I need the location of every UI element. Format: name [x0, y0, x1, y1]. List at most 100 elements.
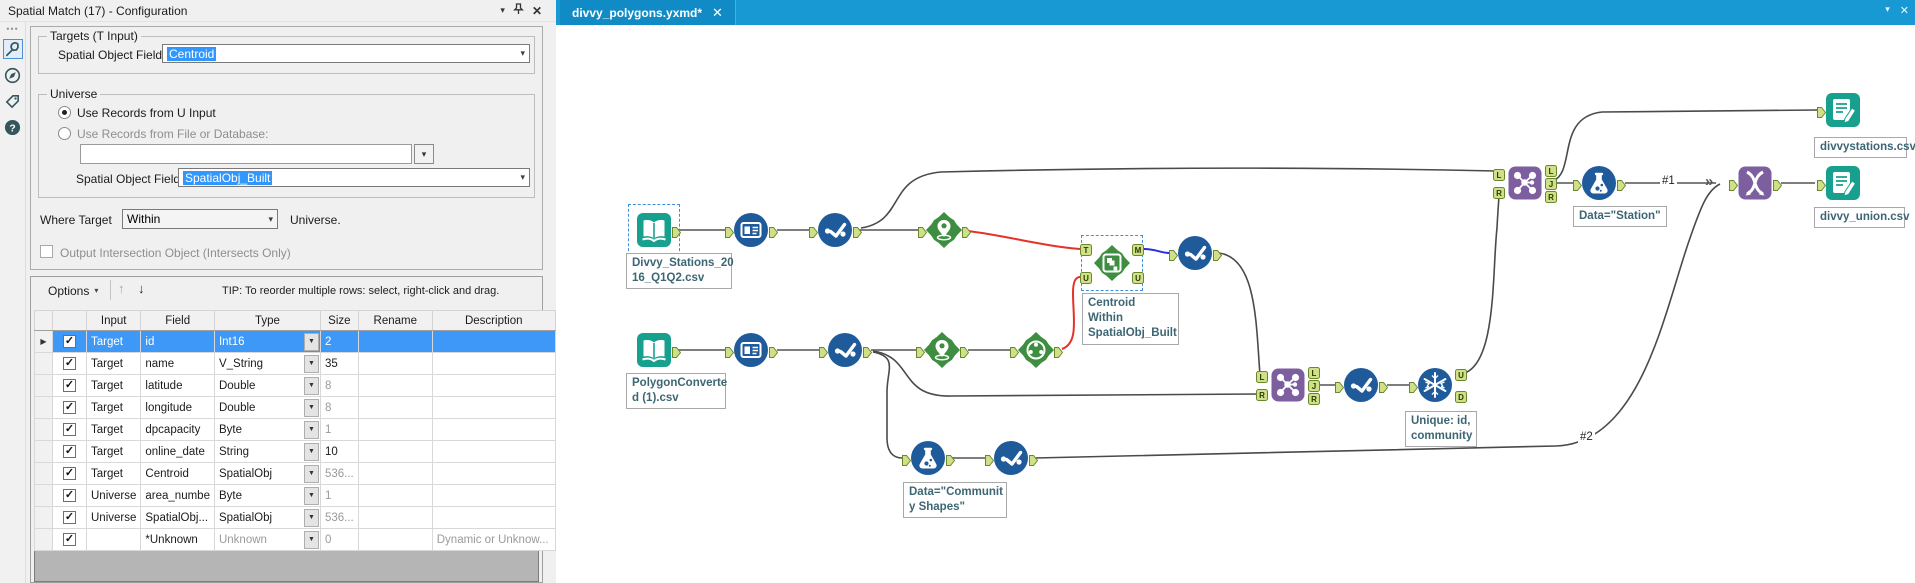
cell-type[interactable]: Unknown▼ [213, 528, 321, 551]
tool-select-4[interactable] [1343, 367, 1379, 403]
type-dropdown-button[interactable]: ▼ [303, 486, 319, 505]
grid-header-input[interactable]: Input [85, 310, 142, 331]
tool-formula-station[interactable] [1581, 165, 1617, 201]
port-anchor[interactable] [1616, 178, 1626, 196]
cell-field[interactable]: latitude [140, 374, 215, 397]
port-anchor[interactable] [1009, 345, 1019, 363]
cell-size[interactable]: 536... [319, 506, 359, 529]
cell-rename[interactable] [357, 418, 433, 441]
cell-size[interactable]: 1 [319, 484, 359, 507]
annotation-polygon-csv[interactable]: PolygonConverte d (1).csv [626, 373, 727, 410]
cell-type[interactable]: Byte▼ [213, 418, 321, 441]
port-L[interactable]: L [1256, 370, 1268, 388]
tool-input-divvy-stations[interactable] [636, 212, 672, 248]
port-anchor[interactable] [862, 345, 872, 363]
cell-rename[interactable] [357, 374, 433, 397]
port-anchor[interactable] [1572, 178, 1582, 196]
cell-field[interactable]: area_numbe [140, 484, 215, 507]
port-U[interactable]: U [1080, 271, 1092, 289]
move-row-down-button[interactable]: ↓ [138, 281, 145, 296]
type-dropdown-button[interactable]: ▼ [303, 354, 319, 373]
annotation-unique[interactable]: Unique: id, community [1405, 411, 1477, 448]
row-checkbox-cell[interactable]: ✓ [52, 528, 87, 551]
help-tab-icon[interactable]: ? [3, 117, 23, 137]
port-anchor[interactable] [1378, 380, 1388, 398]
port-anchor[interactable] [724, 225, 734, 243]
tab-list-dropdown-icon[interactable]: ▾ [1885, 4, 1890, 14]
cell-field[interactable]: *Unknown [140, 528, 215, 551]
type-dropdown-button[interactable]: ▼ [303, 530, 319, 549]
type-dropdown-button[interactable]: ▼ [303, 508, 319, 527]
port-anchor[interactable] [1028, 453, 1038, 471]
wire[interactable] [872, 350, 1261, 397]
cell-type[interactable]: Double▼ [213, 374, 321, 397]
port-anchor[interactable] [1816, 105, 1826, 123]
type-dropdown-button[interactable]: ▼ [303, 442, 319, 461]
tool-union[interactable] [1737, 165, 1773, 201]
cell-type[interactable]: V_String▼ [213, 352, 321, 375]
cell-rename[interactable] [357, 484, 433, 507]
chevron-down-icon[interactable]: ▾ [268, 213, 273, 224]
wire[interactable] [860, 167, 1500, 229]
cell-field[interactable]: id [140, 330, 215, 353]
row-checkbox-cell[interactable]: ✓ [52, 506, 87, 529]
panel-close-icon[interactable]: ✕ [531, 3, 542, 18]
row-checkbox[interactable]: ✓ [63, 423, 76, 436]
wire[interactable] [872, 351, 903, 459]
port-R[interactable]: R [1545, 190, 1557, 208]
port-R[interactable]: R [1308, 392, 1320, 410]
tool-output-divvystations[interactable] [1825, 92, 1861, 128]
tool-create-points-2[interactable] [924, 332, 960, 368]
panel-pin-icon[interactable] [513, 2, 524, 20]
cell-type[interactable]: SpatialObj▼ [213, 462, 321, 485]
tool-spatial-match[interactable] [1094, 245, 1130, 281]
annotation-divvystations[interactable]: divvystations.csv [1814, 137, 1915, 159]
port-anchor[interactable] [959, 345, 969, 363]
targets-spatial-field-combobox[interactable]: Centroid ▾ [162, 44, 530, 63]
cell-size[interactable]: 8 [319, 396, 359, 419]
annotation-centroid-within[interactable]: Centroid Within SpatialObj_Built [1082, 293, 1179, 345]
cell-type[interactable]: Int16▼ [213, 330, 321, 353]
tool-input-polygon[interactable] [636, 332, 672, 368]
tool-join-2[interactable] [1507, 165, 1543, 201]
cell-description[interactable]: Dynamic or Unknow... [431, 528, 556, 551]
cell-type[interactable]: SpatialObj▼ [213, 506, 321, 529]
grid-header-description[interactable]: Description [431, 310, 556, 331]
type-dropdown-button[interactable]: ▼ [303, 398, 319, 417]
tool-browse-2[interactable] [733, 332, 769, 368]
cell-size[interactable]: 0 [319, 528, 359, 551]
cell-type[interactable]: Double▼ [213, 396, 321, 419]
port-anchor[interactable] [1408, 380, 1418, 398]
port-anchor[interactable] [1816, 178, 1826, 196]
panel-grip-icon[interactable]: ••• [6, 24, 19, 34]
cell-size[interactable]: 10 [319, 440, 359, 463]
wire[interactable] [1143, 248, 1170, 254]
chevron-down-icon[interactable]: ▾ [520, 48, 525, 58]
port-anchor[interactable] [724, 345, 734, 363]
port-R[interactable]: R [1256, 388, 1268, 406]
annotation-divvy-union[interactable]: divvy_union.csv [1814, 207, 1909, 229]
cell-field[interactable]: name [140, 352, 215, 375]
cell-description[interactable] [431, 418, 556, 441]
port-U[interactable]: U [1132, 271, 1144, 289]
cell-rename[interactable] [357, 462, 433, 485]
row-checkbox[interactable]: ✓ [63, 357, 76, 370]
tool-join-1[interactable] [1270, 367, 1306, 403]
cell-field[interactable]: online_date [140, 440, 215, 463]
options-button[interactable]: Options ▾ [44, 281, 106, 300]
port-U[interactable]: U [1455, 368, 1467, 386]
cell-description[interactable] [431, 330, 556, 353]
cell-field[interactable]: longitude [140, 396, 215, 419]
tabbar-close-icon[interactable]: ✕ [1899, 5, 1909, 17]
wire[interactable] [1061, 276, 1081, 350]
port-anchor[interactable] [1334, 380, 1344, 398]
port-J[interactable]: J [1545, 177, 1557, 195]
configuration-tab-wrench-icon[interactable] [2, 39, 23, 59]
wire[interactable] [967, 230, 1081, 250]
cell-description[interactable] [431, 374, 556, 397]
port-anchor[interactable] [1212, 248, 1222, 266]
